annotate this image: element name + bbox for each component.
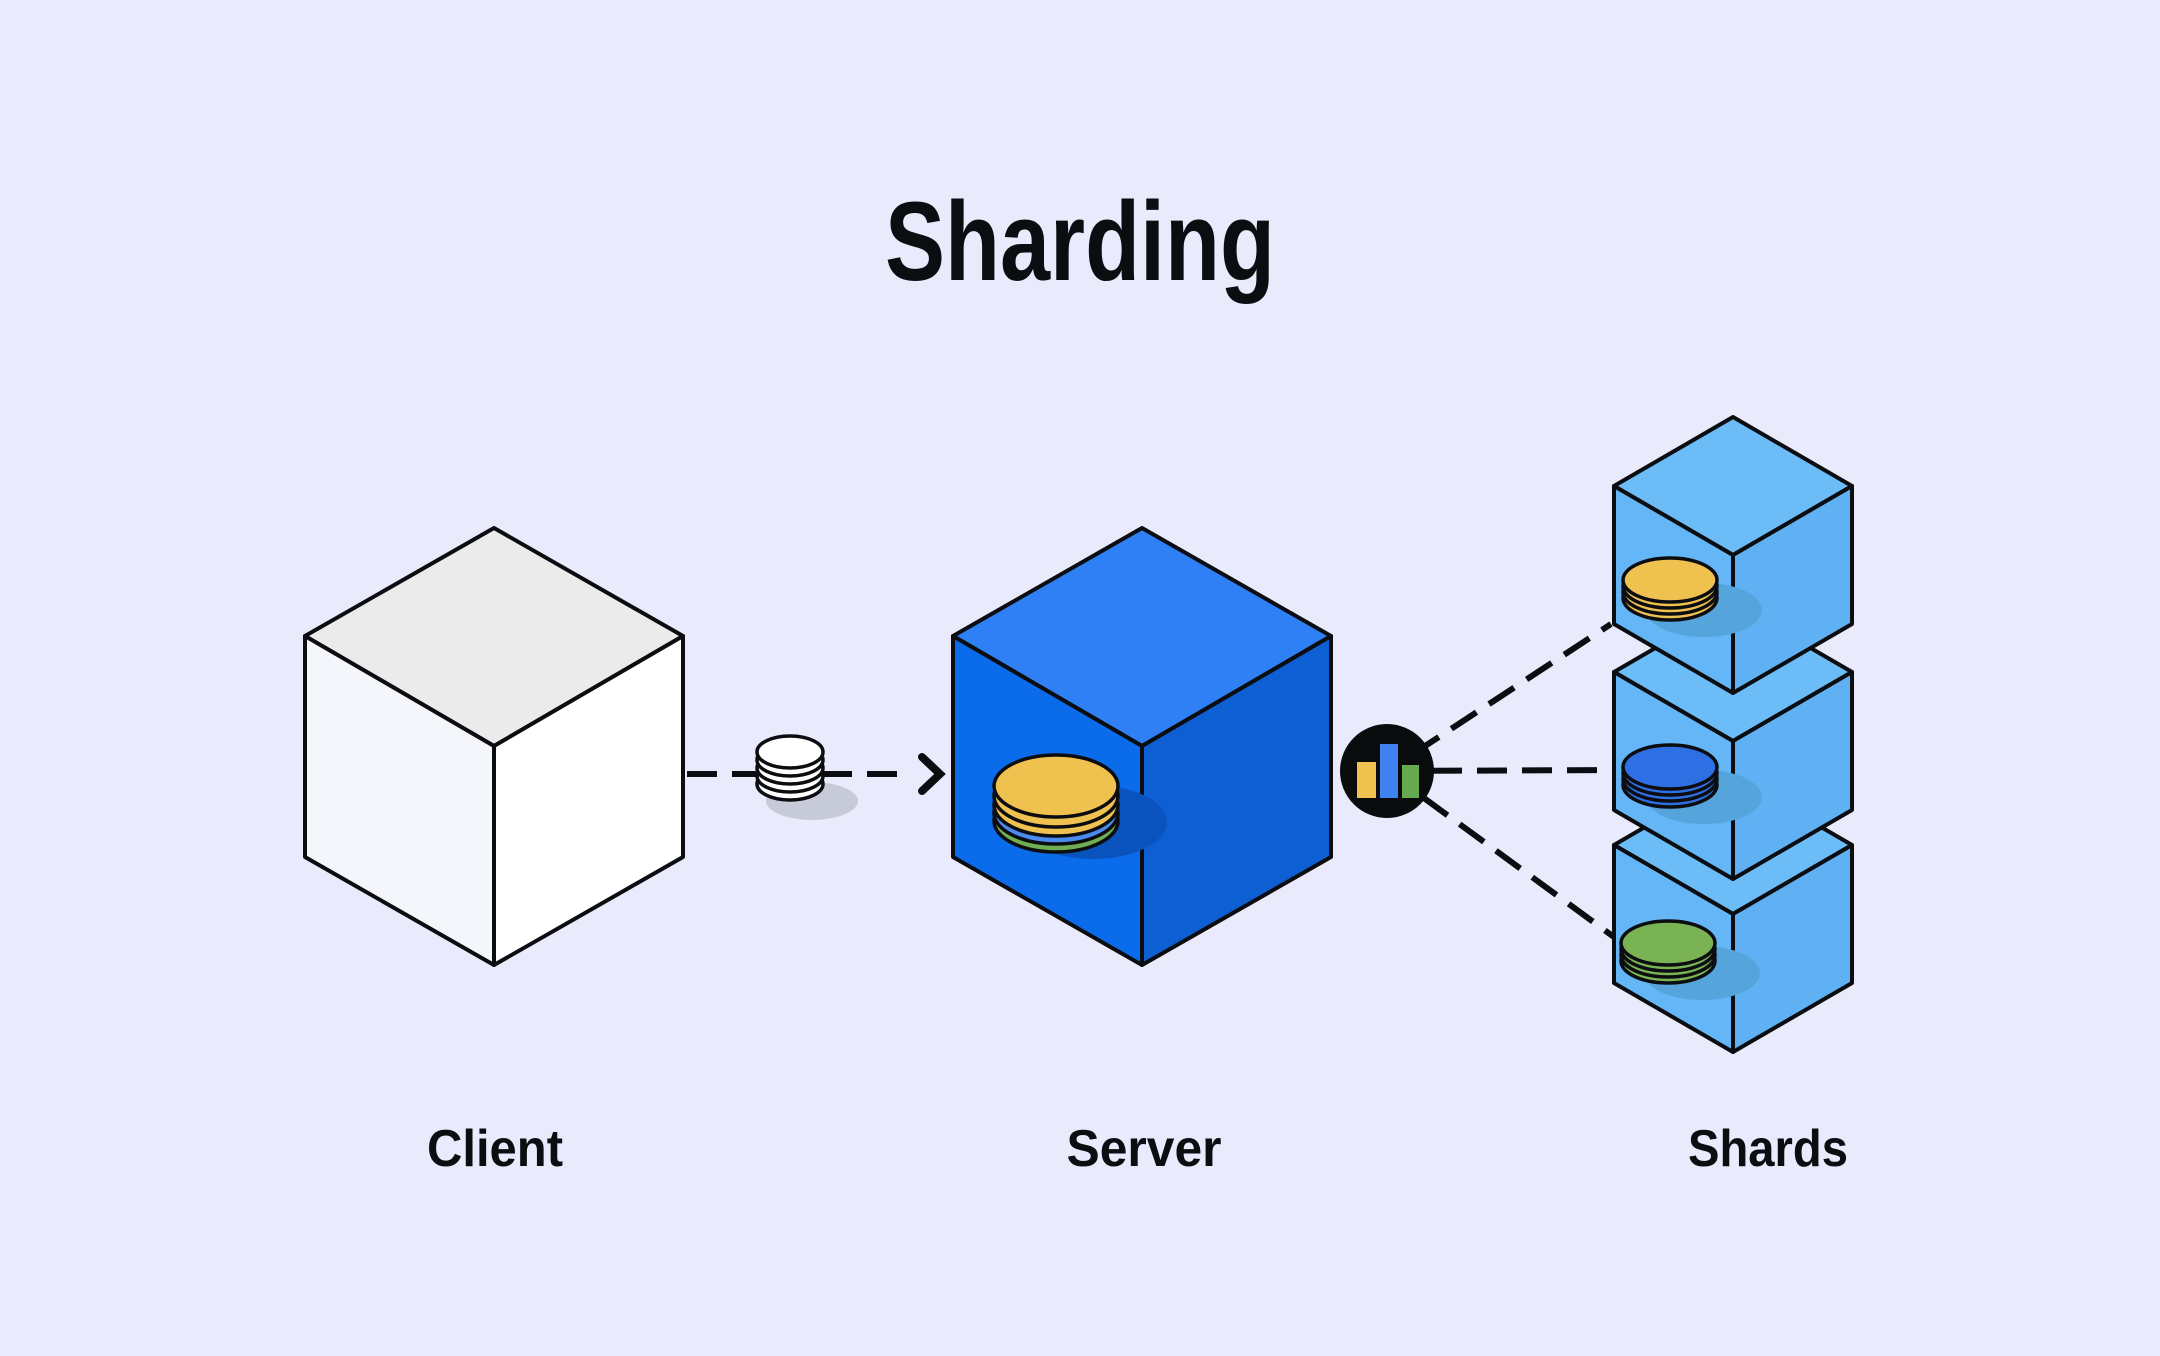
yellow-disks-icon xyxy=(1621,556,1762,637)
shards-label: Shards xyxy=(1688,1120,1848,1178)
server-cube-right-face xyxy=(1140,634,1333,967)
blue-disks-icon xyxy=(1621,743,1762,824)
client-node xyxy=(303,526,685,967)
database-disks-icon xyxy=(755,734,858,820)
diagram-title: Sharding xyxy=(885,179,1275,304)
disk xyxy=(755,734,825,770)
dashed-line-to-shard-2 xyxy=(1386,767,1626,774)
hub-bar-yellow xyxy=(1357,762,1376,798)
server-node xyxy=(951,526,1333,967)
yellow-disk xyxy=(1621,556,1719,604)
server-disks-icon xyxy=(992,753,1167,859)
client-cube-right-face xyxy=(492,634,685,967)
shard2-cube-right-face xyxy=(1731,670,1854,881)
bar-chart-in-circle-icon xyxy=(1340,724,1434,818)
shard3-cube-right-face xyxy=(1731,843,1854,1054)
green-disks-icon xyxy=(1619,919,1760,1000)
green-disk xyxy=(1619,919,1717,967)
shard1-cube-right-face xyxy=(1731,484,1854,695)
dashed-line-to-shard-3 xyxy=(1385,768,1631,951)
shard-node-1 xyxy=(1612,415,1854,695)
client-label: Client xyxy=(427,1120,563,1178)
hub-bar-blue xyxy=(1380,744,1398,798)
server-label: Server xyxy=(1067,1120,1222,1178)
arrowhead-icon xyxy=(918,753,946,795)
yellow-disk xyxy=(992,753,1120,819)
client-server-connector xyxy=(687,734,946,820)
hub-bar-green xyxy=(1402,765,1419,798)
blue-disk xyxy=(1621,743,1719,791)
